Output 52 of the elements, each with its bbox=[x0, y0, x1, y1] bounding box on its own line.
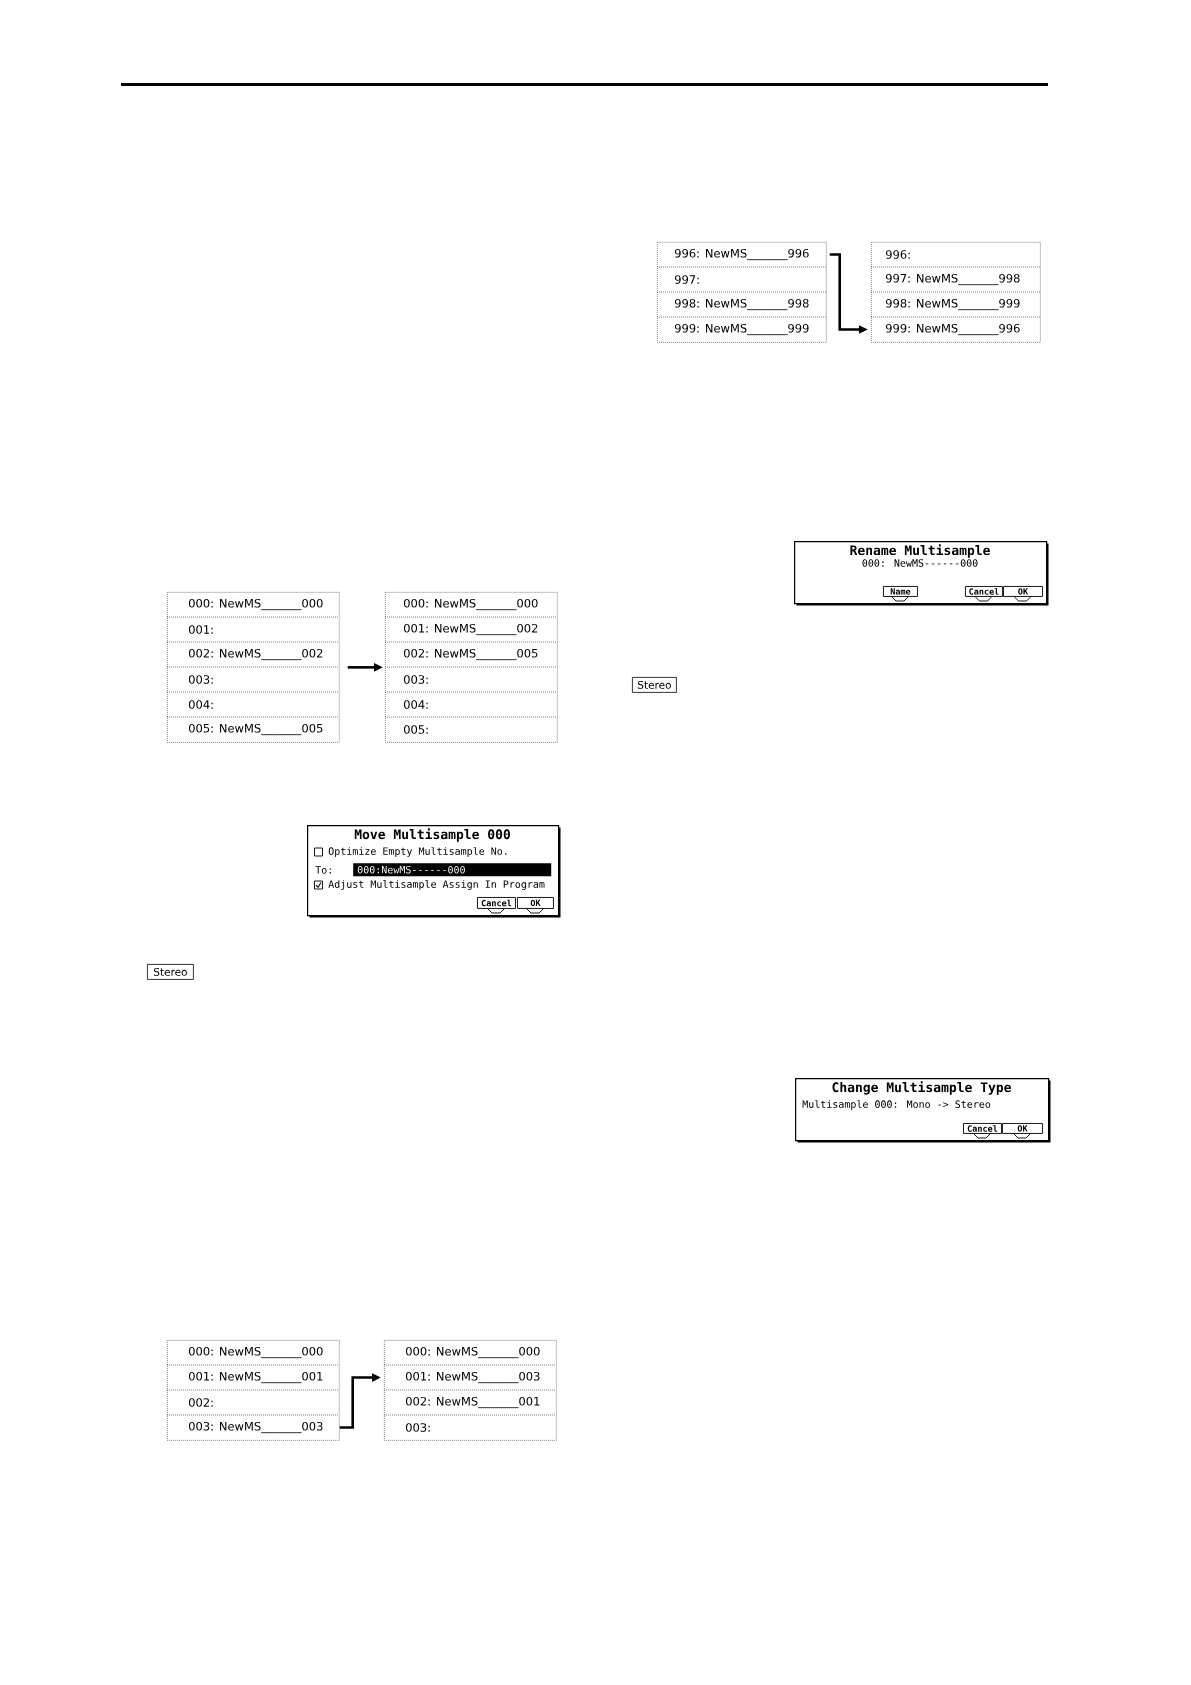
multisample-entry: 001: bbox=[188, 625, 213, 634]
multisample-entry: 000: NewMS_______000 bbox=[405, 1346, 540, 1359]
dialog-title: Rename Multisample bbox=[850, 544, 990, 558]
soft-key: OK bbox=[517, 897, 554, 914]
dialog-title: Change Multisample Type bbox=[832, 1081, 1011, 1095]
option-label: Optimize Empty Multisample No. bbox=[328, 847, 507, 857]
multisample-entry: 996: bbox=[885, 250, 910, 259]
multisample-entry: 004: bbox=[188, 700, 213, 709]
multisample-entry: 000: NewMS_______000 bbox=[188, 598, 323, 611]
option-label: Adjust Multisample Assign In Program bbox=[328, 880, 545, 890]
soft-key: Cancel bbox=[963, 1123, 1002, 1139]
multisample-entry: 001: NewMS_______002 bbox=[403, 623, 538, 636]
multisample-entry: 997: bbox=[674, 275, 699, 284]
multisample-entry: 997: NewMS_______998 bbox=[885, 273, 1020, 286]
soft-key: Cancel bbox=[477, 897, 516, 914]
multisample-list bbox=[166, 592, 340, 743]
dialog-title: Move Multisample 000 bbox=[354, 828, 510, 842]
soft-key: Cancel bbox=[965, 586, 1003, 602]
multisample-entry: 003: bbox=[403, 675, 428, 684]
multisample-entry: 005: bbox=[403, 725, 428, 734]
dialog-text: Multisample 000: Mono -> Stereo bbox=[802, 1100, 991, 1110]
dialog-text: 000: NewMS------000 bbox=[862, 559, 978, 567]
multisample-entry: 002: NewMS_______001 bbox=[405, 1396, 540, 1409]
multisample-entry: 998: NewMS_______999 bbox=[885, 298, 1020, 311]
multisample-entry: 003: bbox=[405, 1423, 430, 1432]
soft-key: OK bbox=[1003, 586, 1043, 602]
field-label: To: bbox=[315, 866, 331, 874]
screen-button: Stereo bbox=[147, 964, 194, 980]
multisample-entry: 000: NewMS_______000 bbox=[403, 598, 538, 611]
multisample-entry: 003: bbox=[188, 675, 213, 684]
multisample-entry: 998: NewMS_______998 bbox=[674, 298, 809, 311]
multisample-entry: 002: bbox=[188, 1398, 213, 1407]
multisample-list bbox=[656, 242, 827, 343]
multisample-list bbox=[383, 1340, 557, 1441]
value-field: 000:NewMS------000 bbox=[353, 863, 552, 877]
multisample-entry: 999: NewMS_______999 bbox=[674, 323, 809, 336]
soft-key: OK bbox=[1002, 1123, 1043, 1139]
multisample-entry: 996: NewMS_______996 bbox=[674, 248, 809, 261]
soft-key: Name bbox=[883, 586, 918, 602]
multisample-list bbox=[166, 1340, 340, 1441]
multisample-entry: 001: NewMS_______001 bbox=[188, 1371, 323, 1384]
multisample-entry: 004: bbox=[403, 700, 428, 709]
multisample-entry: 002: NewMS_______005 bbox=[403, 648, 538, 661]
multisample-entry: 000: NewMS_______000 bbox=[188, 1346, 323, 1359]
multisample-list bbox=[384, 592, 558, 743]
multisample-entry: 001: NewMS_______003 bbox=[405, 1371, 540, 1384]
multisample-list bbox=[870, 242, 1041, 343]
multisample-entry: 999: NewMS_______996 bbox=[885, 323, 1020, 336]
multisample-entry: 005: NewMS_______005 bbox=[188, 723, 323, 736]
multisample-entry: 003: NewMS_______003 bbox=[188, 1421, 323, 1434]
multisample-entry: 002: NewMS_______002 bbox=[188, 648, 323, 661]
screen-button: Stereo bbox=[632, 677, 677, 693]
